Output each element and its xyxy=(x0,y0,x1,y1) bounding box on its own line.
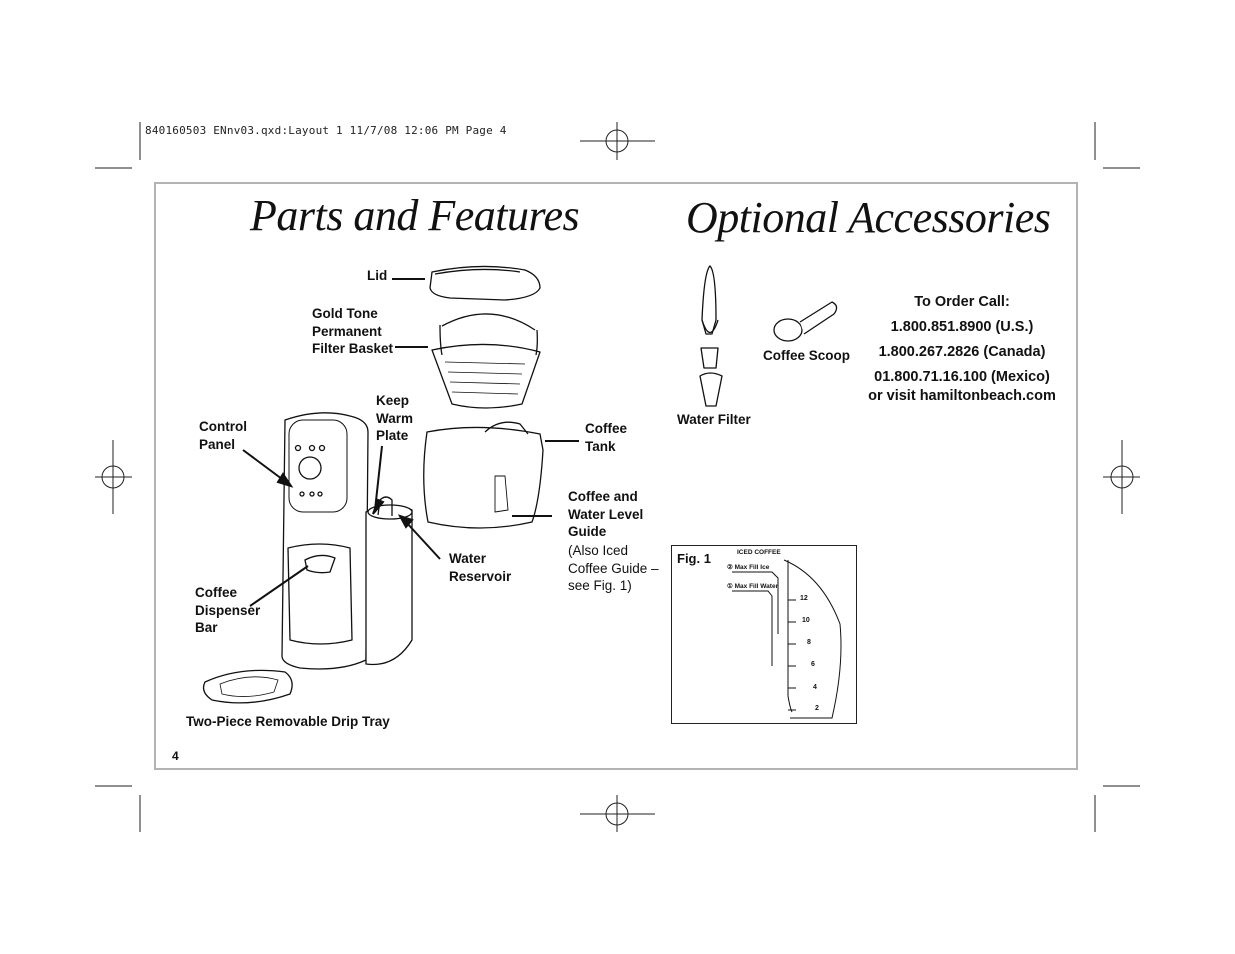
water-filter-label: Water Filter xyxy=(677,412,751,427)
level-guide-note: (Also Iced Coffee Guide – see Fig. 1) xyxy=(568,543,659,593)
tick-label: 4 xyxy=(813,684,817,691)
lid-label: Lid xyxy=(367,268,388,283)
order-phone-mexico: 01.800.71.16.100 (Mexico) xyxy=(874,369,1050,385)
coffee-tank-label: Coffee Tank xyxy=(585,421,628,454)
order-phone-us: 1.800.851.8900 (U.S.) xyxy=(890,319,1034,335)
iced-coffee-heading: ICED COFFEE xyxy=(737,549,781,556)
coffee-scoop-label: Coffee Scoop xyxy=(763,348,851,363)
accessories-title: Optional Accessories xyxy=(686,193,1051,242)
tick-label: 6 xyxy=(811,661,815,668)
page-frame xyxy=(154,182,1078,770)
level-guide-label: Coffee and Water Level Guide xyxy=(568,489,644,539)
tick-label: 8 xyxy=(807,639,811,646)
order-info: To Order Call: 1.800.851.8900 (U.S.) 1.8… xyxy=(862,290,1062,406)
figure-label: Fig. 1 xyxy=(677,551,711,566)
level-guide-diagram xyxy=(732,559,842,719)
file-slug: 840160503 ENnv03.qxd:Layout 1 11/7/08 12… xyxy=(145,124,507,137)
dispenser-bar-label: Coffee Dispenser Bar xyxy=(195,585,261,635)
order-website: or visit hamiltonbeach.com xyxy=(868,388,1056,404)
water-reservoir-label: Water Reservoir xyxy=(449,551,512,584)
control-panel-label: Control Panel xyxy=(199,419,247,452)
page-number: 4 xyxy=(172,749,179,763)
keep-warm-label: Keep Warm Plate xyxy=(376,393,414,443)
tick-label: 10 xyxy=(802,617,810,624)
order-heading: To Order Call: xyxy=(914,294,1010,310)
order-phone-canada: 1.800.267.2826 (Canada) xyxy=(878,344,1046,360)
max-fill-ice-label: ② Max Fill Ice xyxy=(727,564,770,571)
filter-basket-label: Gold Tone Permanent Filter Basket xyxy=(312,306,394,356)
tick-label: 12 xyxy=(800,595,808,602)
drip-tray-label: Two-Piece Removable Drip Tray xyxy=(186,714,390,729)
tick-label: 2 xyxy=(815,705,819,712)
parts-title: Parts and Features xyxy=(250,191,580,240)
figure-1: Fig. 1 ICED COFFEE ② Max Fill Ice ① Max … xyxy=(671,545,857,724)
max-fill-water-label: ① Max Fill Water xyxy=(727,583,779,590)
